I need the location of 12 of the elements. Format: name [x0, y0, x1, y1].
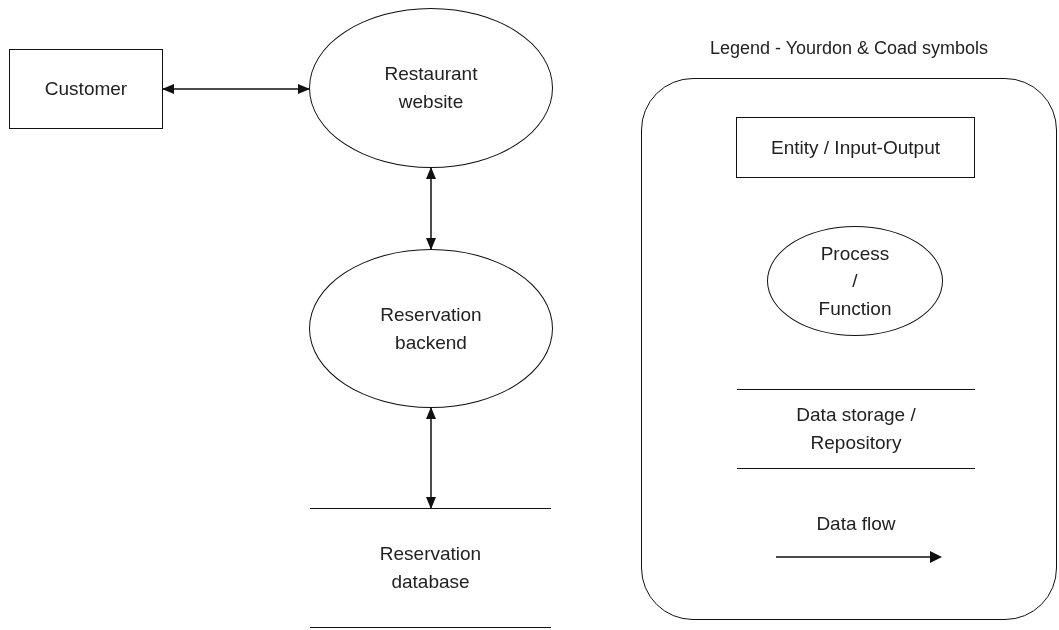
node-label: Restaurant website: [383, 62, 479, 114]
legend-heading: Legend - Yourdon & Coad symbols: [708, 37, 990, 60]
node-label: Reservation database: [378, 542, 483, 594]
node-label: Data flow: [816, 512, 896, 537]
node-label: Customer: [44, 77, 128, 102]
node-label: Reservation backend: [379, 302, 483, 355]
arrow: [426, 167, 436, 250]
node-label: Entity / Input-Output: [771, 135, 940, 160]
node-label: Process / Function: [818, 241, 892, 321]
arrow: [162, 84, 310, 94]
arrow: [426, 407, 436, 509]
node-label: Data storage / Repository: [795, 403, 917, 455]
